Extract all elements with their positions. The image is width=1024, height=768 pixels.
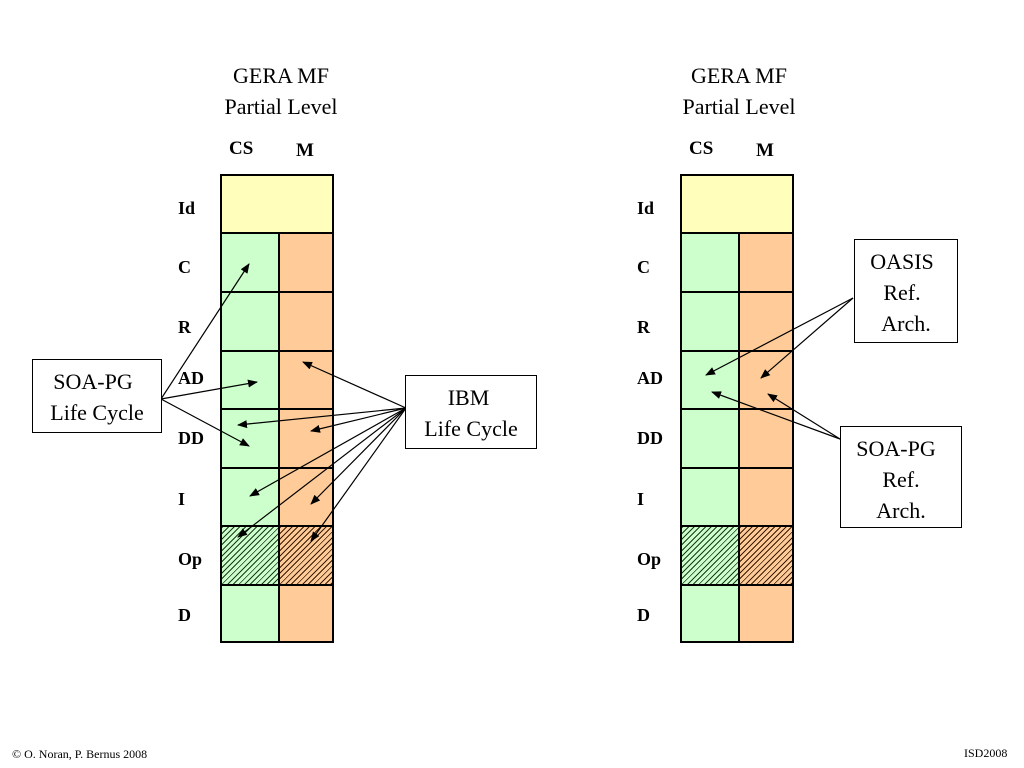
right-title-line1: GERA MF xyxy=(691,63,787,88)
right-cell-cs-dd xyxy=(681,409,739,468)
left-row-label-r: R xyxy=(178,317,191,337)
oasis-ref-arch-line1: OASIS xyxy=(870,249,934,274)
left-cell-m-i xyxy=(279,468,333,526)
ibm-arrow-m-ad xyxy=(302,361,407,409)
ibm-arrow-m-op xyxy=(310,407,407,542)
soa-lc-arrow-c xyxy=(160,263,250,400)
ibm-arrow-cs-i xyxy=(249,407,407,497)
right-col-cs-header: CS xyxy=(689,138,714,159)
left-row-label-ad: AD xyxy=(178,368,204,388)
left-title-line2: Partial Level xyxy=(224,94,338,119)
oasis-arrow-m-ad xyxy=(760,297,854,379)
right-row-label-dd: DD xyxy=(637,428,663,448)
right-cell-m-i xyxy=(739,468,793,526)
soa-pg-life-cycle-line2: Life Cycle xyxy=(50,400,144,425)
soa-pg-ref-arch-line3: Arch. xyxy=(876,498,926,523)
right-row-label-c: C xyxy=(637,257,650,277)
left-row-label-d: D xyxy=(178,605,191,625)
right-cell-m-ad xyxy=(739,351,793,409)
left-cell-cs-i xyxy=(221,468,279,526)
soa-pg-ref-arch-line2: Ref. xyxy=(882,467,920,492)
left-gera-grid xyxy=(220,174,334,643)
left-cell-cs-r xyxy=(221,292,279,351)
ibm-life-cycle-line2: Life Cycle xyxy=(424,416,518,441)
right-row-label-r: R xyxy=(637,317,650,337)
conference-footer: ISD2008 xyxy=(964,746,1008,760)
right-row-label-d: D xyxy=(637,605,650,625)
ibm-arrow-cs-op xyxy=(237,407,407,538)
right-title-line2: Partial Level xyxy=(682,94,796,119)
left-col-cs-header: CS xyxy=(229,138,254,159)
ibm-arrow-m-i xyxy=(310,407,407,505)
left-col-m-header: M xyxy=(296,140,314,161)
soa-ra-arrow-m-ad xyxy=(767,393,841,440)
ibm-life-cycle-box: IBM Life Cycle xyxy=(405,375,537,449)
right-cell-cs-ad xyxy=(681,351,739,409)
left-row-label-dd: DD xyxy=(178,428,204,448)
soa-pg-life-cycle-line1: SOA-PG xyxy=(53,369,133,394)
soa-ra-arrow-cs-ad xyxy=(711,391,841,440)
left-cell-m-d xyxy=(279,585,333,642)
oasis-arrow-cs-ad xyxy=(705,297,854,376)
oasis-ref-arch-line3: Arch. xyxy=(881,311,931,336)
left-cell-cs-c xyxy=(221,233,279,292)
right-cell-m-r xyxy=(739,292,793,351)
left-cell-cs-dd xyxy=(221,409,279,468)
right-cell-m-c xyxy=(739,233,793,292)
left-cell-cs-op xyxy=(221,526,279,585)
ibm-life-cycle-line1: IBM xyxy=(447,385,490,410)
left-cell-cs-d xyxy=(221,585,279,642)
right-row-label-op: Op xyxy=(637,549,662,569)
right-cell-m-d xyxy=(739,585,793,642)
ibm-arrow-cs-dd xyxy=(237,407,407,429)
right-cell-cs-i xyxy=(681,468,739,526)
left-cell-m-ad xyxy=(279,351,333,409)
left-cell-m-op xyxy=(279,526,333,585)
soa-pg-life-cycle-box: SOA-PG Life Cycle xyxy=(32,359,162,433)
left-row-label-c: C xyxy=(178,257,191,277)
left-diagram-title: GERA MF Partial Level xyxy=(181,60,381,122)
right-diagram-title: GERA MF Partial Level xyxy=(639,60,839,122)
left-cell-m-dd xyxy=(279,409,333,468)
left-cell-m-c xyxy=(279,233,333,292)
soa-pg-ref-arch-line1: SOA-PG xyxy=(856,436,936,461)
right-cell-cs-op xyxy=(681,526,739,585)
left-row-label-i: I xyxy=(178,489,186,509)
soa-pg-ref-arch-box: SOA-PG Ref. Arch. xyxy=(840,426,962,528)
left-cell-id xyxy=(221,175,333,233)
right-gera-grid xyxy=(680,174,794,643)
left-row-label-id: Id xyxy=(178,198,196,218)
ibm-arrow-m-dd xyxy=(310,407,407,433)
oasis-ref-arch-box: OASIS Ref. Arch. xyxy=(854,239,958,343)
soa-lc-arrow-ad xyxy=(160,379,258,400)
oasis-ref-arch-line2: Ref. xyxy=(883,280,921,305)
left-cell-m-r xyxy=(279,292,333,351)
left-row-label-op: Op xyxy=(178,549,203,569)
right-col-m-header: M xyxy=(756,140,774,161)
right-cell-cs-d xyxy=(681,585,739,642)
right-cell-cs-c xyxy=(681,233,739,292)
right-cell-cs-r xyxy=(681,292,739,351)
right-row-label-i: I xyxy=(637,489,645,509)
right-cell-m-op xyxy=(739,526,793,585)
right-cell-id xyxy=(681,175,793,233)
copyright-footer: © O. Noran, P. Bernus 2008 xyxy=(12,747,148,761)
right-row-label-id: Id xyxy=(637,198,655,218)
soa-lc-arrow-dd xyxy=(160,398,250,447)
left-title-line1: GERA MF xyxy=(233,63,329,88)
right-row-label-ad: AD xyxy=(637,368,663,388)
